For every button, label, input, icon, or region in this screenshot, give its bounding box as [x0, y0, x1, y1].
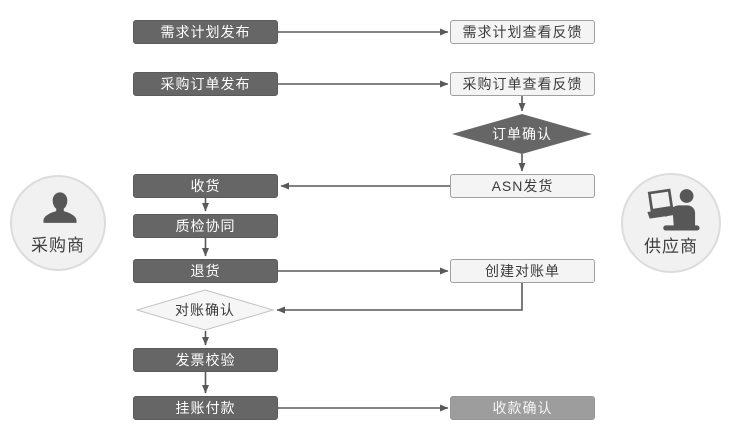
- node-label: 采购订单查看反馈: [462, 76, 583, 92]
- node-label: 需求计划发布: [160, 24, 251, 40]
- person-laptop-icon: [647, 188, 700, 231]
- node-label: 退货: [190, 263, 221, 279]
- node-label: 对账确认: [175, 302, 235, 318]
- node-invoice-check: 发票校验: [133, 348, 278, 372]
- connector-statement-to-confirm: [276, 283, 523, 314]
- node-asn-ship: ASN发货: [450, 174, 595, 198]
- node-label: 需求计划查看反馈: [462, 24, 583, 40]
- node-label: 订单确认: [492, 126, 552, 142]
- node-return: 退货: [133, 259, 278, 283]
- node-label: 收款确认: [492, 400, 553, 416]
- node-label: 质检协同: [175, 218, 236, 234]
- node-pay: 挂账付款: [133, 396, 278, 420]
- node-receive: 收货: [133, 174, 278, 198]
- decision-order-confirm: 订单确认: [452, 114, 592, 154]
- node-demand-plan-publish: 需求计划发布: [133, 20, 278, 44]
- node-po-publish: 采购订单发布: [133, 72, 278, 96]
- node-label: 采购订单发布: [160, 76, 251, 92]
- actor-supplier: 供应商: [621, 173, 721, 273]
- person-icon: [43, 192, 77, 223]
- node-quality: 质检协同: [133, 214, 278, 238]
- diamond-shape: [452, 114, 592, 154]
- node-label: ASN发货: [491, 178, 554, 194]
- actor-label: 供应商: [644, 237, 698, 256]
- node-label: 挂账付款: [175, 400, 236, 416]
- node-create-statement: 创建对账单: [450, 259, 595, 283]
- node-label: 收货: [190, 178, 221, 194]
- actor-label: 采购商: [31, 236, 85, 255]
- node-demand-plan-feedback: 需求计划查看反馈: [450, 20, 595, 44]
- node-label: 创建对账单: [485, 263, 560, 279]
- node-po-feedback: 采购订单查看反馈: [450, 72, 595, 96]
- diamond-shape: [136, 289, 274, 331]
- node-label: 发票校验: [175, 352, 236, 368]
- node-receipt-confirm: 收款确认: [450, 396, 595, 420]
- decision-statement-confirm: 对账确认: [136, 289, 274, 331]
- actor-buyer: 采购商: [10, 175, 106, 271]
